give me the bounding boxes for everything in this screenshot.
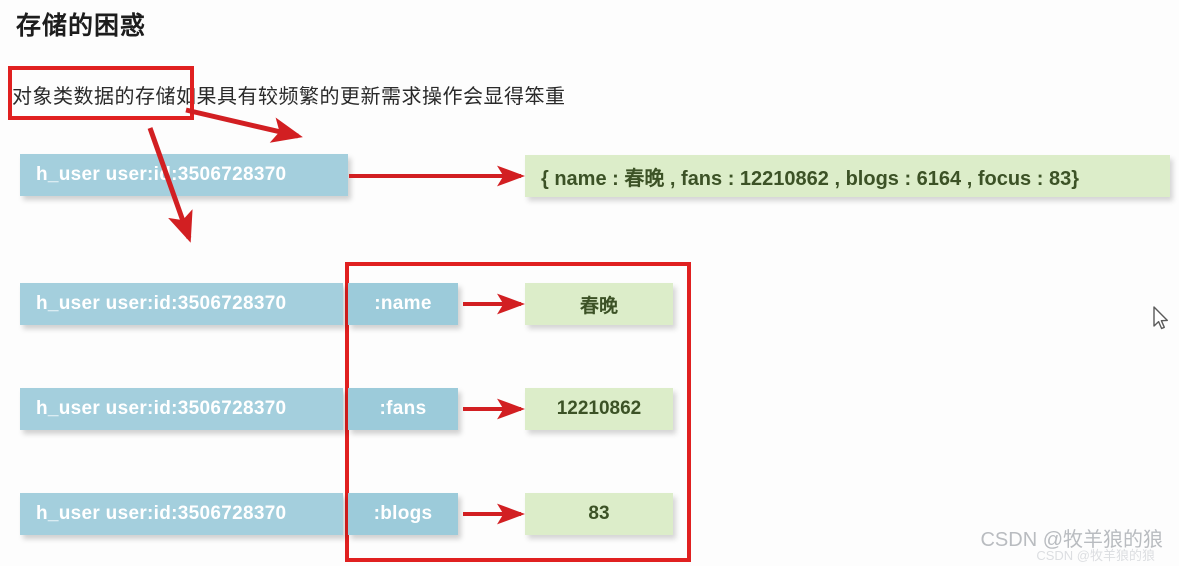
hash-row-2-value-box: 12210862: [525, 388, 673, 430]
top-key-box: h_user user:id:3506728370: [20, 154, 348, 196]
hash-row-3-key-box: h_user user:id:3506728370: [20, 493, 343, 535]
lead-description-text: 对象类数据的存储如果具有较频繁的更新需求操作会显得笨重: [12, 86, 566, 108]
watermark-text: CSDN @牧羊狼的狼: [980, 529, 1163, 551]
hash-row-3-field-box: :blogs: [348, 493, 458, 535]
hash-row-2-field-box: :fans: [348, 388, 458, 430]
top-value-box: { name : 春晚 , fans : 12210862 , blogs : …: [525, 155, 1170, 197]
hash-row-3-value-box: 83: [525, 493, 673, 535]
annotation-rect-fields: [345, 262, 691, 562]
hash-row-2-key-box: h_user user:id:3506728370: [20, 388, 343, 430]
watermark-ghost-text: CSDN @牧羊狼的狼: [1036, 548, 1155, 563]
hash-row-1-field-box: :name: [348, 283, 458, 325]
page-title: 存储的困惑: [16, 12, 147, 40]
mouse-cursor-icon: [1153, 306, 1168, 330]
annotation-rect-lead: [8, 66, 194, 120]
arrow-lead-to-right: [185, 107, 303, 143]
hash-row-1-value-box: 春晚: [525, 283, 673, 325]
hash-row-1-key-box: h_user user:id:3506728370: [20, 283, 343, 325]
